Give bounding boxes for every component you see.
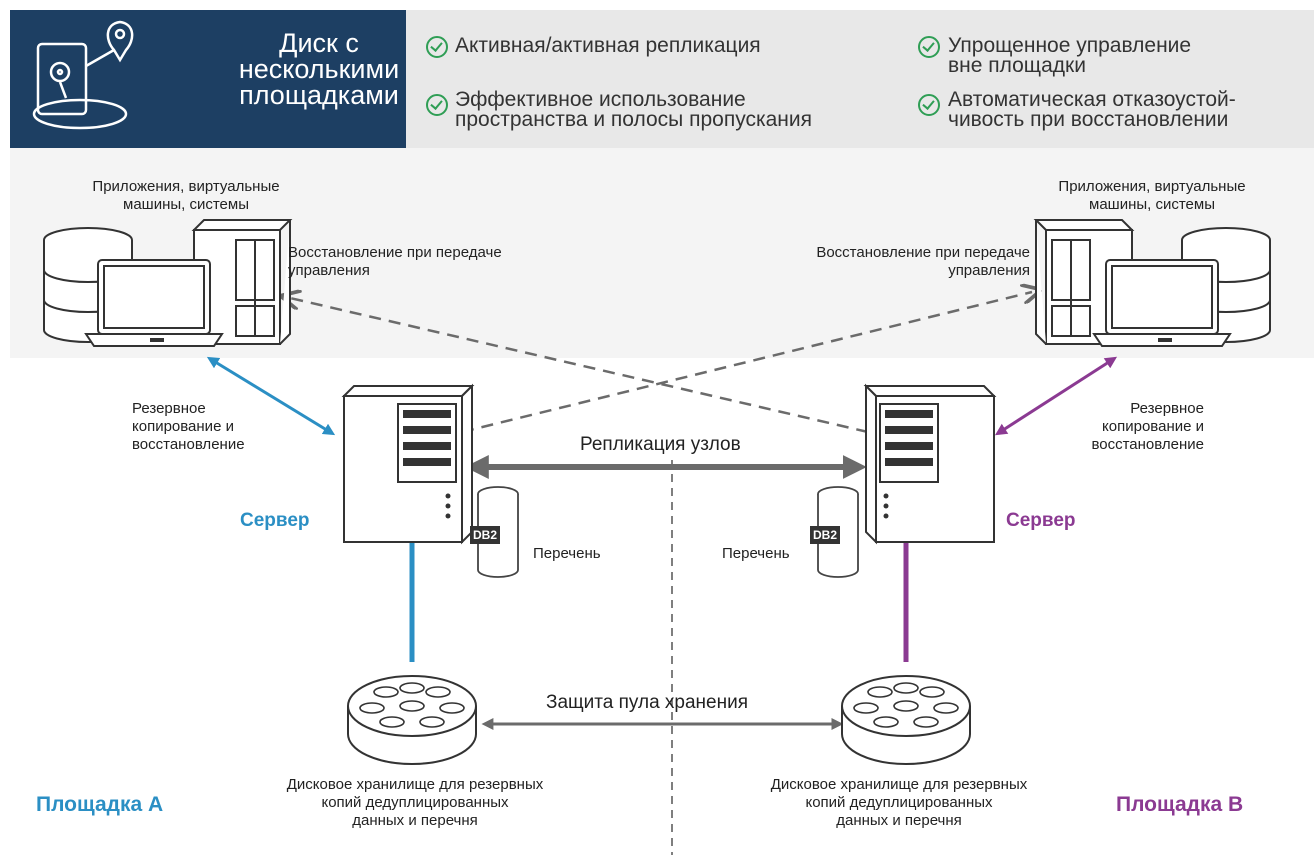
db2-badge-b: DB2	[810, 526, 841, 544]
apps-label-b: Приложения, виртуальные машины, системы	[1058, 178, 1246, 213]
left-apps-icon	[43, 219, 293, 347]
failover-line-a-to-b	[461, 292, 1032, 434]
title-panel: Диск с несколькими площадками	[10, 10, 406, 148]
catalog-label-b: Перечень	[722, 545, 790, 562]
backup-arrow-b	[994, 356, 1118, 436]
catalog-label-a: Перечень	[533, 545, 601, 562]
storage-label-a: Дисковое хранилище для резервных копий д…	[286, 776, 544, 829]
backup-arrow-a	[206, 356, 336, 436]
feature-active-replication: Активная/активная репликация	[455, 34, 761, 57]
disk-location-icon	[32, 20, 134, 130]
server-b-icon	[863, 383, 997, 545]
backup-label-a: Резервное копирование и восстановление	[132, 400, 245, 453]
check-icon	[918, 36, 940, 58]
site-label-a: Площадка A	[36, 793, 164, 816]
check-icon	[426, 36, 448, 58]
pool-protection-label: Защита пула хранения	[546, 692, 749, 713]
check-icon	[918, 94, 940, 116]
storage-pool-a-icon	[347, 675, 477, 765]
check-icon	[426, 94, 448, 116]
site-label-b: Площадка B	[1116, 793, 1244, 816]
server-label-b: Сервер	[1006, 510, 1076, 531]
failover-label-a: Восстановление при передаче управления	[288, 244, 502, 279]
node-replication-label: Репликация узлов	[580, 434, 741, 455]
storage-pool-b-icon	[841, 675, 971, 765]
catalog-db-a-icon	[477, 486, 519, 578]
feature-efficient-usage: Эффективное использование пространства и…	[455, 88, 812, 131]
failover-label-b: Восстановление при передаче управления	[816, 244, 1030, 279]
backup-label-b: Резервное копирование и восстановление	[1091, 400, 1204, 453]
apps-label-a: Приложения, виртуальные машины, системы	[92, 178, 280, 213]
server-a-icon	[341, 383, 475, 545]
page-title: Диск с несколькими площадками	[238, 28, 400, 110]
feature-simplified-management: Упрощенное управление вне площадки	[948, 34, 1192, 77]
right-apps-icon	[1033, 219, 1271, 347]
server-label-a: Сервер	[240, 510, 310, 531]
storage-label-b: Дисковое хранилище для резервных копий д…	[770, 776, 1028, 829]
db2-badge-a: DB2	[470, 526, 501, 544]
feature-auto-failover: Автоматическая отказоустой- чивость при …	[948, 88, 1236, 131]
